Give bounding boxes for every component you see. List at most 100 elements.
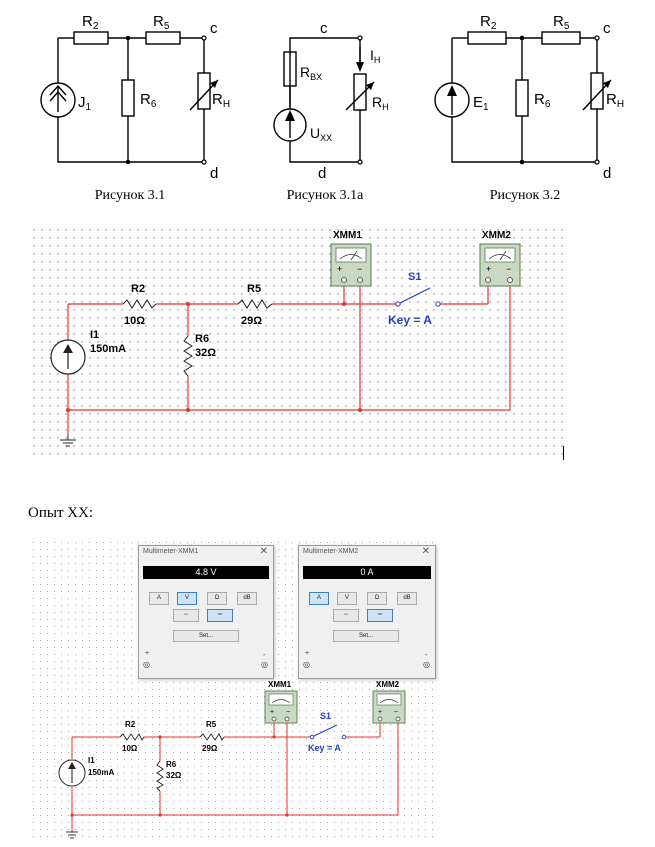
fig1a-rvx-label: RBX xyxy=(300,64,322,82)
r6-value: 32Ω xyxy=(166,771,182,780)
mm2-minus-jack-icon[interactable]: ◎ xyxy=(423,660,430,669)
svg-text:+: + xyxy=(486,264,491,274)
xmm2-meter[interactable]: + − xyxy=(479,243,521,287)
schematic-1-canvas xyxy=(28,224,563,456)
s1-switch[interactable] xyxy=(399,287,431,304)
mm1-minus-jack-icon[interactable]: ◎ xyxy=(261,660,268,669)
multimeter-xmm1-window[interactable]: Multimeter-XMM1 ✕ 4.8 V A V Ω dB ∼ ═ Set… xyxy=(138,545,274,679)
mm2-set-button[interactable]: Set... xyxy=(333,630,399,642)
xmm1-label: XMM1 xyxy=(268,680,292,689)
mm1-ac-button[interactable]: ∼ xyxy=(173,609,199,622)
fig1a-ih-label: IH xyxy=(370,47,380,65)
mm1-dc-button[interactable]: ═ xyxy=(207,609,233,622)
mm2-voltmeter-button[interactable]: V xyxy=(337,592,357,605)
i1-label: I1 xyxy=(88,756,95,765)
schematic-1: + − + − XMM1 XMM2 S1 Key = A R2 10Ω R5 2… xyxy=(50,230,521,447)
mm2-ammeter-button[interactable]: A xyxy=(309,592,329,605)
textbook-figures: R2 R5 R6 RH J1 c d c d RBX IH RH UXX xyxy=(40,13,624,182)
mm1-display: 4.8 V xyxy=(143,566,269,579)
fig2-node-d: d xyxy=(603,165,611,182)
mm2-title: Multimeter-XMM2 xyxy=(303,548,359,555)
xmm2-meter[interactable]: + − xyxy=(372,690,406,724)
mm1-title: Multimeter-XMM1 xyxy=(143,548,199,555)
s1-label: S1 xyxy=(408,271,421,283)
mm2-close-icon[interactable]: ✕ xyxy=(421,546,430,557)
fig2-rh-label: RH xyxy=(606,91,624,110)
dc-line-icon: ═ xyxy=(377,612,383,618)
svg-text:−: − xyxy=(394,709,398,716)
r2-value: 10Ω xyxy=(124,315,145,327)
fig1-r5-label: R5 xyxy=(153,13,170,32)
fig1a-caption: Рисунок 3.1а xyxy=(286,188,364,203)
r6-resistor[interactable] xyxy=(156,760,164,792)
s1-label: S1 xyxy=(320,711,331,721)
mm1-set-button[interactable]: Set... xyxy=(173,630,239,642)
fig2-caption: Рисунок 3.2 xyxy=(489,188,561,203)
ground-symbol xyxy=(60,436,76,447)
r2-label: R2 xyxy=(131,283,145,295)
r2-value: 10Ω xyxy=(122,744,138,753)
r6-label: R6 xyxy=(195,333,209,345)
fig1-rh-label: RH xyxy=(212,91,230,110)
fig1a-rh-label: RH xyxy=(372,94,389,112)
mm2-plus-terminal: + xyxy=(305,650,310,657)
r5-resistor[interactable] xyxy=(237,299,273,309)
dc-line-icon: ═ xyxy=(217,612,223,618)
mm2-plus-jack-icon[interactable]: ◎ xyxy=(303,660,310,669)
i1-label: I1 xyxy=(90,329,99,341)
mm1-minus-terminal: - xyxy=(263,652,266,659)
section-heading: Опыт XX: xyxy=(28,505,94,521)
fig2-r2-label: R2 xyxy=(480,13,497,32)
r5-label: R5 xyxy=(247,283,261,295)
text-cursor xyxy=(563,446,564,460)
xmm2-label: XMM2 xyxy=(482,230,511,241)
s1-switch[interactable] xyxy=(313,724,338,737)
mm2-minus-terminal: - xyxy=(425,652,428,659)
svg-text:+: + xyxy=(270,709,274,716)
svg-text:−: − xyxy=(357,264,362,274)
r6-resistor[interactable] xyxy=(183,335,193,377)
r5-value: 29Ω xyxy=(241,315,262,327)
mm2-dc-button[interactable]: ═ xyxy=(367,609,393,622)
xmm1-meter[interactable]: + − xyxy=(264,690,298,724)
mm2-db-button[interactable]: dB xyxy=(397,592,417,605)
fig1a-node-c: c xyxy=(320,20,328,37)
mm2-ohmmeter-button[interactable]: Ω xyxy=(367,592,387,605)
fig2-r6-label: R6 xyxy=(534,91,551,110)
r6-value: 32Ω xyxy=(195,347,216,359)
mm1-ammeter-button[interactable]: A xyxy=(149,592,169,605)
xmm1-label: XMM1 xyxy=(333,230,362,241)
r2-resistor[interactable] xyxy=(122,299,157,309)
svg-text:−: − xyxy=(506,264,511,274)
fig1-r6-label: R6 xyxy=(140,91,157,110)
xmm2-label: XMM2 xyxy=(376,680,400,689)
fig1-node-d: d xyxy=(210,165,218,182)
svg-text:+: + xyxy=(378,709,382,716)
r6-label: R6 xyxy=(166,760,177,769)
r5-label: R5 xyxy=(206,720,217,729)
mm2-display: 0 A xyxy=(303,566,431,579)
mm1-db-button[interactable]: dB xyxy=(237,592,257,605)
fig1a-node-d: d xyxy=(318,165,326,182)
r2-resistor[interactable] xyxy=(119,733,145,741)
multimeter-xmm2-window[interactable]: Multimeter-XMM2 ✕ 0 A A V Ω dB ∼ ═ Set..… xyxy=(298,545,436,679)
fig1-r2-label: R2 xyxy=(82,13,99,32)
s1-key-label: Key = A xyxy=(388,313,432,327)
mm1-voltmeter-button[interactable]: V xyxy=(177,592,197,605)
mm2-ac-button[interactable]: ∼ xyxy=(333,609,359,622)
r5-resistor[interactable] xyxy=(199,733,225,741)
fig2-node-c: c xyxy=(603,20,611,37)
svg-text:−: − xyxy=(286,709,290,716)
i1-value: 150mA xyxy=(88,768,114,777)
mm1-close-icon[interactable]: ✕ xyxy=(259,546,268,557)
fig2-r5-label: R5 xyxy=(553,13,570,32)
i1-value: 150mA xyxy=(90,343,126,355)
fig2-e1-label: E1 xyxy=(473,94,489,113)
fig1-node-c: c xyxy=(210,20,218,37)
mm1-ohmmeter-button[interactable]: Ω xyxy=(207,592,227,605)
mm1-plus-terminal: + xyxy=(145,650,150,657)
xmm1-meter[interactable]: + − xyxy=(330,243,372,287)
fig1-j1-label: J1 xyxy=(78,94,92,113)
fig1a-uxx-label: UXX xyxy=(310,125,332,143)
mm1-plus-jack-icon[interactable]: ◎ xyxy=(143,660,150,669)
